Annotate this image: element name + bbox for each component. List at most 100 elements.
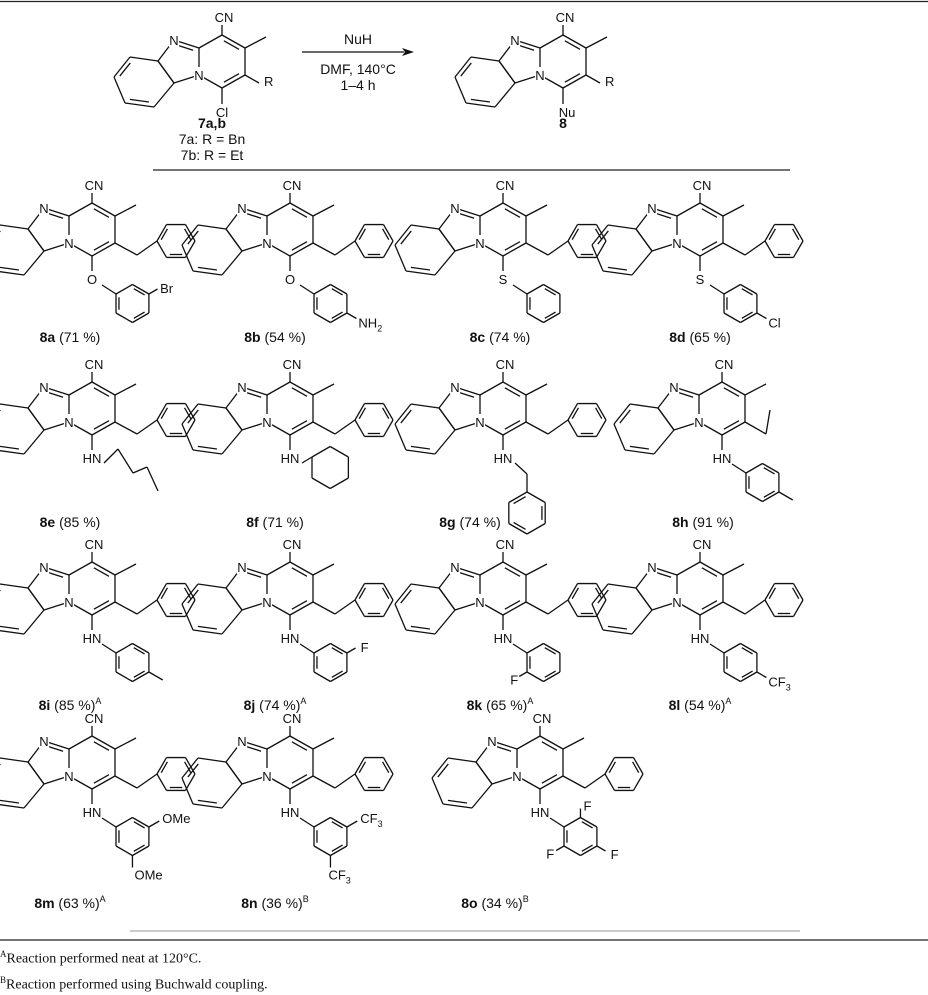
hetero-aryl-bond <box>710 285 724 294</box>
amino-subscript: 2 <box>377 324 382 334</box>
compound-id: 8b <box>244 329 260 345</box>
double-bond-inner <box>94 242 109 251</box>
bond <box>193 630 222 634</box>
double-bond-inner <box>764 491 775 497</box>
double-bond-inner <box>565 74 580 83</box>
bridgehead-nitrogen: N <box>262 769 271 784</box>
double-bond-inner <box>161 229 167 240</box>
bond <box>193 450 222 454</box>
double-bond-inner <box>608 267 627 270</box>
bond <box>116 672 132 682</box>
bond <box>568 600 578 616</box>
double-bond-inner <box>198 626 217 629</box>
footnote-mark: A <box>527 696 533 706</box>
linker-atom-S: S <box>499 272 508 287</box>
bond <box>724 644 740 654</box>
benzyl-ipso-bond <box>137 774 157 788</box>
benzyl-ch2-bond <box>115 422 137 434</box>
ring-nitrogen: N <box>237 560 246 575</box>
substituent-bond <box>757 313 767 319</box>
benzyl-ipso-bond <box>548 600 568 614</box>
bond <box>632 610 652 634</box>
bridgehead-nitrogen: N <box>475 236 484 251</box>
bond <box>654 430 674 454</box>
compound-id: 8e <box>40 514 56 530</box>
double-bond-inner <box>134 312 145 318</box>
cn-label: CN <box>693 537 712 552</box>
bond <box>355 774 365 790</box>
bond <box>564 846 580 856</box>
bridgehead-nitrogen: N <box>672 595 681 610</box>
double-bond-inner <box>359 588 365 599</box>
bond <box>527 285 543 295</box>
double-bond-inner <box>438 764 448 777</box>
double-bond-inner <box>198 800 217 803</box>
hetero-aryl-bond <box>102 818 116 827</box>
double-bond-inner <box>572 229 578 240</box>
double-bond-inner <box>565 41 580 50</box>
r-bond <box>245 75 259 83</box>
bond <box>222 251 242 275</box>
double-bond-inner <box>769 229 775 240</box>
methyl-bond <box>586 37 607 48</box>
bond <box>267 203 290 216</box>
benzyl-ch2-bond <box>526 602 548 614</box>
footnotes: AReaction performed neat at 120°C. BReac… <box>0 944 928 995</box>
bond <box>193 271 222 275</box>
bond <box>746 492 762 502</box>
double-bond-inner <box>94 421 109 430</box>
double-bond-inner <box>292 568 307 577</box>
double-bond-inner <box>608 626 627 629</box>
bond <box>406 450 435 454</box>
ring-nitrogen: N <box>450 201 459 216</box>
reaction-arrow <box>302 48 414 56</box>
cn-label: CN <box>496 357 515 372</box>
footnote-mark: B <box>523 894 529 904</box>
double-bond-inner <box>383 762 389 773</box>
product-compound-label: 8 <box>559 115 567 131</box>
double-bond-inner <box>401 231 411 244</box>
bridgehead-nitrogen: N <box>64 769 73 784</box>
bond <box>28 408 44 430</box>
compound-labels: 8a (71 %)8b (54 %)8c (74 %)8d (65 %)8e (… <box>34 329 733 911</box>
bond <box>499 61 515 83</box>
start-substituent-b: 7b: R = Et <box>181 147 244 163</box>
cn-label: CN <box>85 357 104 372</box>
bond <box>314 313 330 323</box>
double-bond-inner <box>224 74 239 83</box>
double-bond-inner <box>471 99 490 102</box>
bond <box>222 610 242 634</box>
double-bond-inner <box>411 267 430 270</box>
bond <box>406 271 435 275</box>
bond <box>480 203 503 216</box>
double-bond-inner <box>505 568 520 577</box>
cf3-subscript: 3 <box>346 876 351 886</box>
methyl-bond <box>313 384 334 395</box>
compound-yield: (74 %) <box>485 329 530 345</box>
double-bond-inner <box>332 289 343 295</box>
bond <box>267 382 290 395</box>
double-bond-inner <box>359 408 365 419</box>
hetero-aryl-bond <box>300 285 314 294</box>
bond <box>154 83 174 107</box>
compound-label: 8j (74 %)A <box>244 696 307 713</box>
footnote-mark: A <box>300 696 306 706</box>
trifluoromethyl-label: CF3 <box>328 868 350 886</box>
ethyl-bond <box>766 410 770 434</box>
bond <box>794 241 804 257</box>
double-bond-inner <box>134 671 145 677</box>
ring-nitrogen: N <box>39 560 48 575</box>
bond <box>634 774 644 790</box>
cn-label: CN <box>283 357 302 372</box>
bond <box>226 408 242 430</box>
cf3-subscript: 3 <box>786 683 791 693</box>
double-bond-inner <box>514 522 526 529</box>
alkyl-bond <box>147 467 158 491</box>
substituent-bond <box>757 672 767 678</box>
ring-nitrogen: N <box>237 734 246 749</box>
